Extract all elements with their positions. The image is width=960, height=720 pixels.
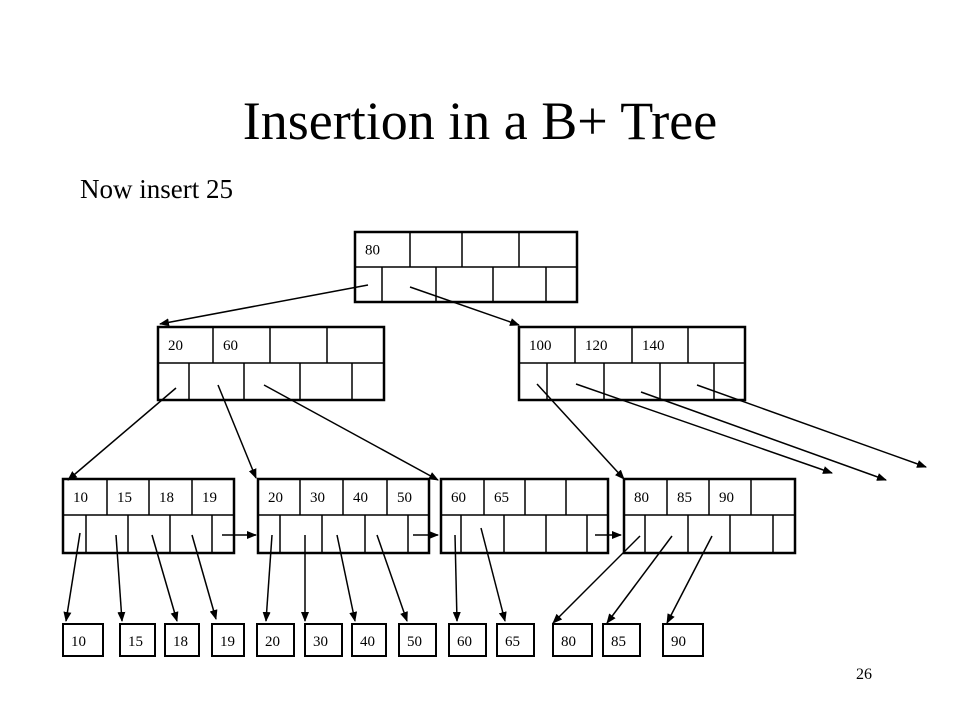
record-18: 18: [164, 623, 200, 657]
pointer-arrow: [640, 391, 887, 481]
pointer-arrow: [552, 535, 641, 624]
pointer-arrow: [480, 527, 507, 622]
record-65: 65: [496, 623, 535, 657]
record-box: [496, 623, 535, 657]
record-label: 40: [360, 634, 375, 650]
pointer-arrow: [666, 535, 713, 624]
record-label: 80: [561, 634, 576, 650]
pointer-arrow: [217, 384, 257, 479]
pointer-arrow: [263, 384, 439, 481]
record-label: 15: [128, 634, 143, 650]
record-label: 18: [173, 634, 188, 650]
internal-node-2-key: 100: [529, 338, 552, 354]
leaf-node-1-key: 15: [117, 490, 132, 506]
record-label: 60: [457, 634, 472, 650]
leaf-node-2-key: 30: [310, 490, 325, 506]
pointer-arrow: [376, 534, 408, 622]
leaf-node-3: 60 65: [439, 477, 610, 555]
record-90: 90: [662, 623, 704, 657]
internal-node-2-key: 120: [585, 338, 608, 354]
root-node: 80: [353, 230, 579, 304]
record-label: 19: [220, 634, 235, 650]
record-box: [351, 623, 387, 657]
pointer-arrow: [191, 534, 218, 620]
pointer-arrow: [151, 534, 179, 622]
leaf-node-2-key: 20: [268, 490, 283, 506]
pointer-arrow: [409, 286, 520, 326]
record-label: 50: [407, 634, 422, 650]
pointer-arrow: [696, 384, 927, 468]
leaf-node-1-key: 19: [202, 490, 217, 506]
record-row: 10 15 18 19 20 30 40 50 60 65 80 85 90: [62, 623, 704, 657]
record-label: 90: [671, 634, 686, 650]
root-node-key: 80: [365, 243, 380, 259]
record-box: [448, 623, 487, 657]
record-60: 60: [448, 623, 487, 657]
record-box: [164, 623, 200, 657]
internal-node-2: 100 120 140: [517, 325, 747, 402]
tree-pointers: [63, 284, 927, 624]
pointer-arrow: [336, 534, 358, 622]
pointer-arrow: [63, 532, 81, 622]
record-10: 10: [62, 623, 104, 657]
leaf-node-4-key: 90: [719, 490, 734, 506]
record-19: 19: [211, 623, 245, 657]
record-box: [398, 623, 437, 657]
record-label: 20: [265, 634, 280, 650]
record-20: 20: [256, 623, 295, 657]
record-label: 85: [611, 634, 626, 650]
leaf-node-2-key: 50: [397, 490, 412, 506]
leaf-node-1-key: 10: [73, 490, 88, 506]
page-number: 26: [856, 666, 872, 683]
leaf-node-3-key: 60: [451, 490, 466, 506]
leaf-node-1: 10 15 18 19: [61, 477, 236, 555]
pointer-arrow: [536, 383, 625, 480]
slide-title: Insertion in a B+ Tree: [242, 91, 718, 151]
record-box: [256, 623, 295, 657]
record-label: 30: [313, 634, 328, 650]
pointer-arrow: [67, 387, 177, 481]
record-box: [602, 623, 641, 657]
pointer-arrow: [575, 383, 833, 474]
record-box: [304, 623, 343, 657]
pointer-arrow: [115, 534, 126, 622]
record-15: 15: [119, 623, 156, 657]
record-40: 40: [351, 623, 387, 657]
record-box: [211, 623, 245, 657]
pointer-arrow: [452, 534, 461, 622]
leaf-node-4-key: 80: [634, 490, 649, 506]
record-30: 30: [304, 623, 343, 657]
record-box: [662, 623, 704, 657]
pointer-arrow: [159, 284, 369, 327]
record-85: 85: [602, 623, 641, 657]
leaf-node-2-key: 40: [353, 490, 368, 506]
pointer-arrow: [262, 534, 273, 622]
record-80: 80: [552, 623, 593, 657]
leaf-node-4: 80 85 90: [622, 477, 797, 555]
record-label: 65: [505, 634, 520, 650]
leaf-node-1-key: 18: [159, 490, 174, 506]
slide-subtitle: Now insert 25: [80, 174, 233, 204]
leaf-node-2: 20 30 40 50: [256, 477, 431, 555]
leaf-node-4-key: 85: [677, 490, 692, 506]
record-50: 50: [398, 623, 437, 657]
record-box: [552, 623, 593, 657]
internal-node-1-key: 20: [168, 338, 183, 354]
leaf-node-3-key: 65: [494, 490, 509, 506]
pointer-arrow: [606, 535, 673, 624]
record-box: [119, 623, 156, 657]
record-box: [62, 623, 104, 657]
record-label: 10: [71, 634, 86, 650]
internal-node-1-key: 60: [223, 338, 238, 354]
internal-node-2-key: 140: [642, 338, 665, 354]
